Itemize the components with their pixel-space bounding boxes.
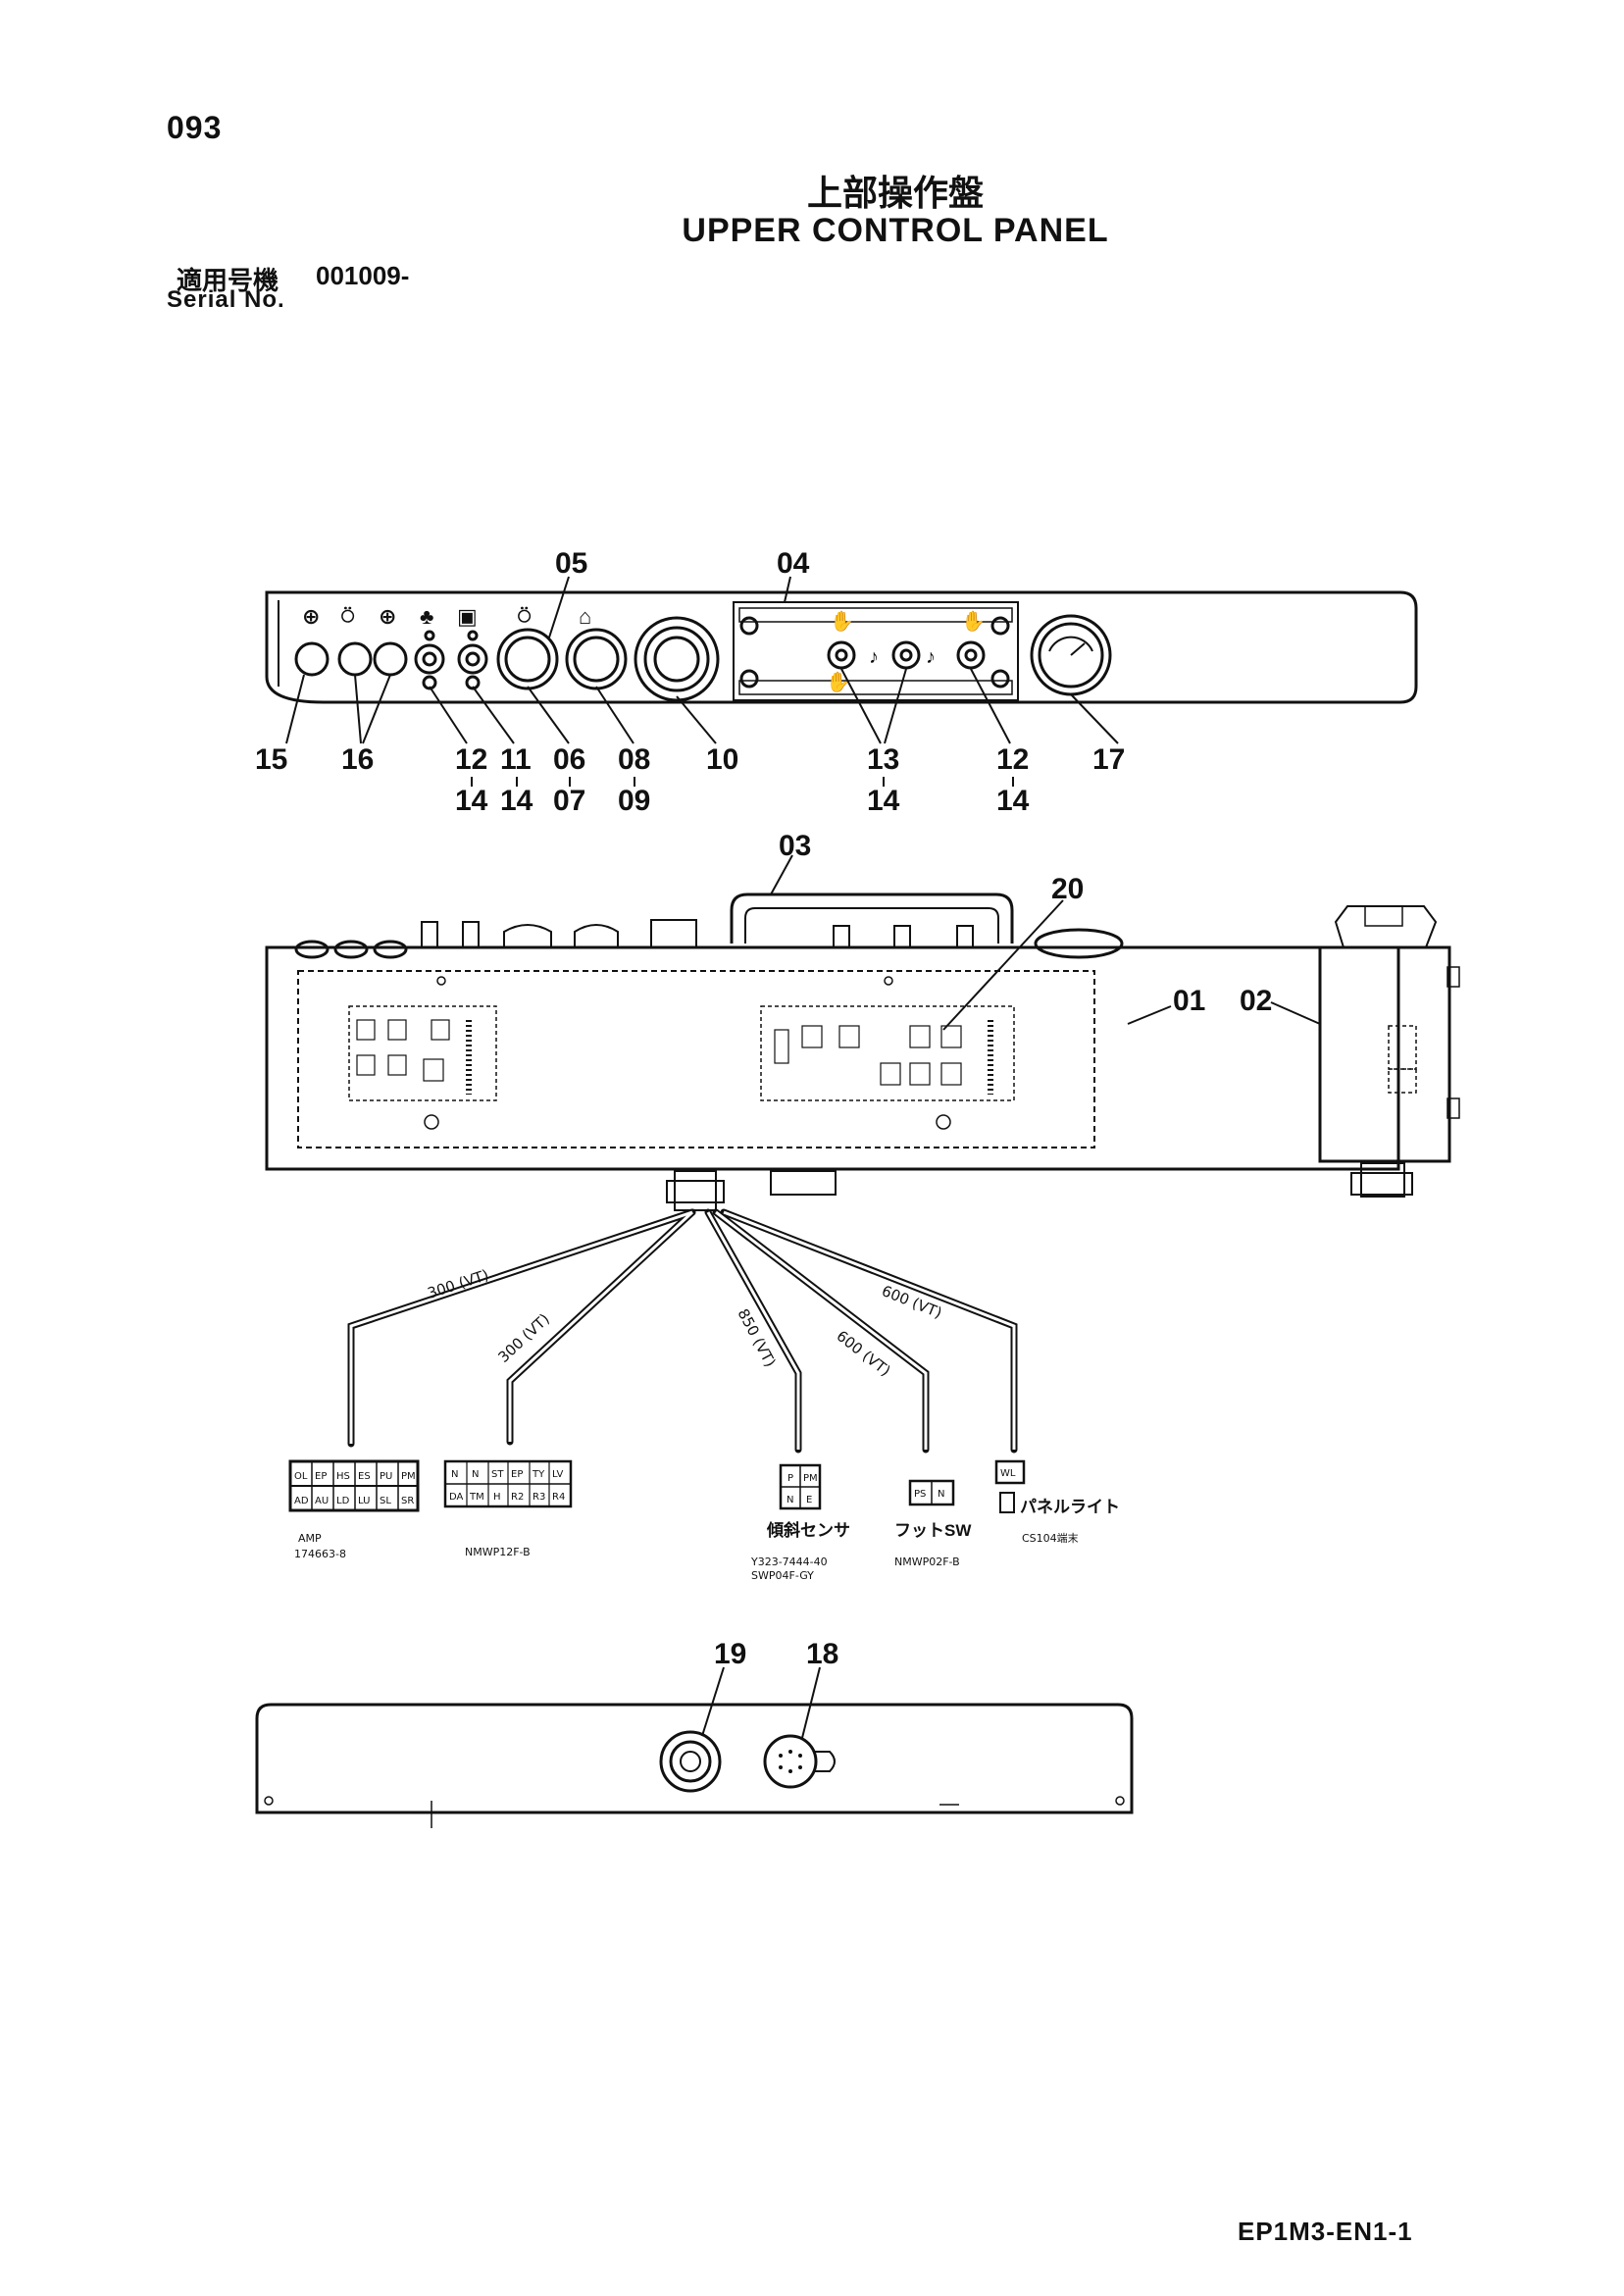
callout-04: 04 xyxy=(777,547,810,580)
nmwp12-pin-5: TY xyxy=(532,1469,545,1480)
connector-panel-light-body xyxy=(994,1459,1026,1513)
nmwp12-part: NMWP12F-B xyxy=(465,1546,531,1558)
panel-light-pin: WL xyxy=(1000,1468,1016,1479)
nmwp12-pin-2: N xyxy=(472,1469,479,1480)
front-panel-view: ⊕ ⍥ ⊕ ♣ ▣ ⍥ ⌂ ✋ ✋ ♪ ♪ ✋ xyxy=(265,576,1418,744)
amp-pin-5: PU xyxy=(380,1471,392,1482)
callout-07: 07 xyxy=(553,785,585,817)
cable-harness xyxy=(347,1208,1018,1454)
callout-05: 05 xyxy=(555,547,587,580)
nmwp12-pin-8: TM xyxy=(469,1492,484,1503)
callout-10: 10 xyxy=(706,743,738,776)
callout-11: 11 xyxy=(500,743,532,776)
nmwp12-pin-12: R4 xyxy=(552,1492,565,1503)
connector-nmwp12-body xyxy=(443,1459,573,1508)
nmwp12-pin-4: EP xyxy=(511,1469,523,1480)
svg-text:✋: ✋ xyxy=(961,609,986,633)
callout-14-d: 14 xyxy=(996,785,1030,817)
callout-18: 18 xyxy=(806,1638,838,1670)
callout-02: 02 xyxy=(1240,985,1272,1017)
callout-15: 15 xyxy=(255,743,287,776)
connector-tilt-body xyxy=(779,1463,822,1510)
tilt-pin-2: PM xyxy=(803,1473,818,1484)
nmwp12-pin-3: ST xyxy=(491,1469,504,1480)
tilt-sensor-name: 傾斜センサ xyxy=(766,1520,850,1540)
callout-09: 09 xyxy=(618,785,650,817)
callout-06: 06 xyxy=(553,743,585,776)
callout-12-right: 12 xyxy=(996,743,1029,776)
nmwp12-pin-7: DA xyxy=(449,1492,464,1503)
tilt-part-1: Y323-7444-40 xyxy=(750,1556,828,1568)
nmwp12-pin-6: LV xyxy=(552,1469,563,1480)
connector-amp-body xyxy=(288,1459,420,1512)
rear-panel-view xyxy=(255,1666,1134,1828)
callout-19: 19 xyxy=(714,1638,746,1670)
svg-text:✋: ✋ xyxy=(826,670,850,693)
tilt-part-2: SWP04F-GY xyxy=(751,1569,814,1582)
amp-label: AMP xyxy=(298,1532,322,1545)
amp-pin-11: SL xyxy=(380,1496,391,1506)
cable-label-1: 300 (VT) xyxy=(426,1266,491,1302)
serial-label-jp: 適用号機 xyxy=(177,266,279,295)
callout-14-b: 14 xyxy=(500,785,533,817)
foot-pin-2: N xyxy=(938,1489,944,1500)
document-code: EP1M3-EN1-1 xyxy=(1238,2217,1413,2246)
page-title-jp: 上部操作盤 xyxy=(806,173,984,213)
tilt-pin-1: P xyxy=(787,1473,793,1484)
foot-pin-1: PS xyxy=(914,1489,926,1500)
panel-light-name: パネルライト xyxy=(1020,1498,1120,1516)
svg-text:♣: ♣ xyxy=(420,604,433,629)
tilt-pin-3: N xyxy=(787,1495,793,1505)
callout-01: 01 xyxy=(1173,985,1205,1017)
svg-text:♪: ♪ xyxy=(926,646,936,668)
serial-label-en: Serial No. xyxy=(167,286,285,313)
page-number: 093 xyxy=(167,110,223,145)
nmwp12-pin-10: R2 xyxy=(511,1492,524,1503)
callout-17: 17 xyxy=(1092,743,1125,776)
amp-pin-12: SR xyxy=(401,1496,414,1506)
amp-pin-6: PM xyxy=(401,1471,416,1482)
amp-pin-8: AU xyxy=(315,1496,329,1506)
callout-08: 08 xyxy=(618,743,650,776)
amp-pin-2: EP xyxy=(315,1471,327,1482)
cable-label-4: 600 (VT) xyxy=(834,1327,894,1380)
nmwp12-pin-9: H xyxy=(493,1492,501,1503)
callout-03: 03 xyxy=(779,830,811,862)
svg-text:⊕: ⊕ xyxy=(379,604,396,629)
callout-16: 16 xyxy=(341,743,374,776)
panel-body-view xyxy=(265,854,1400,1211)
svg-text:⌂: ⌂ xyxy=(579,604,591,629)
svg-text:⊕: ⊕ xyxy=(302,604,320,629)
panel-light-part: CS104端末 xyxy=(1022,1531,1079,1545)
amp-part: 174663-8 xyxy=(294,1548,346,1560)
nmwp12-pin-1: N xyxy=(451,1469,458,1480)
connector-foot-body xyxy=(908,1479,955,1506)
amp-pin-1: OL xyxy=(294,1471,308,1482)
svg-text:⍥: ⍥ xyxy=(518,604,532,629)
page-title-en: UPPER CONTROL PANEL xyxy=(682,212,1109,249)
amp-pin-7: AD xyxy=(294,1496,309,1506)
foot-switch-name: フットSW xyxy=(894,1521,972,1540)
callout-14-c: 14 xyxy=(867,785,900,817)
svg-text:▣: ▣ xyxy=(457,604,478,629)
amp-pin-4: ES xyxy=(358,1471,371,1482)
svg-text:⍥: ⍥ xyxy=(341,604,355,629)
tilt-pin-4: E xyxy=(806,1495,812,1505)
cable-label-2: 300 (VT) xyxy=(494,1310,552,1366)
serial-value: 001009- xyxy=(316,261,410,290)
callout-13: 13 xyxy=(867,743,899,776)
side-view xyxy=(1270,905,1460,1198)
svg-text:♪: ♪ xyxy=(869,646,879,668)
nmwp12-pin-11: R3 xyxy=(533,1492,545,1503)
callout-20: 20 xyxy=(1051,873,1084,905)
callout-14-a: 14 xyxy=(455,785,488,817)
cable-label-3: 850 (VT) xyxy=(734,1305,779,1369)
amp-pin-9: LD xyxy=(336,1496,350,1506)
svg-text:✋: ✋ xyxy=(830,609,854,633)
foot-part: NMWP02F-B xyxy=(894,1556,960,1568)
amp-pin-3: HS xyxy=(336,1471,350,1482)
callout-12-left: 12 xyxy=(455,743,487,776)
amp-pin-10: LU xyxy=(358,1496,370,1506)
